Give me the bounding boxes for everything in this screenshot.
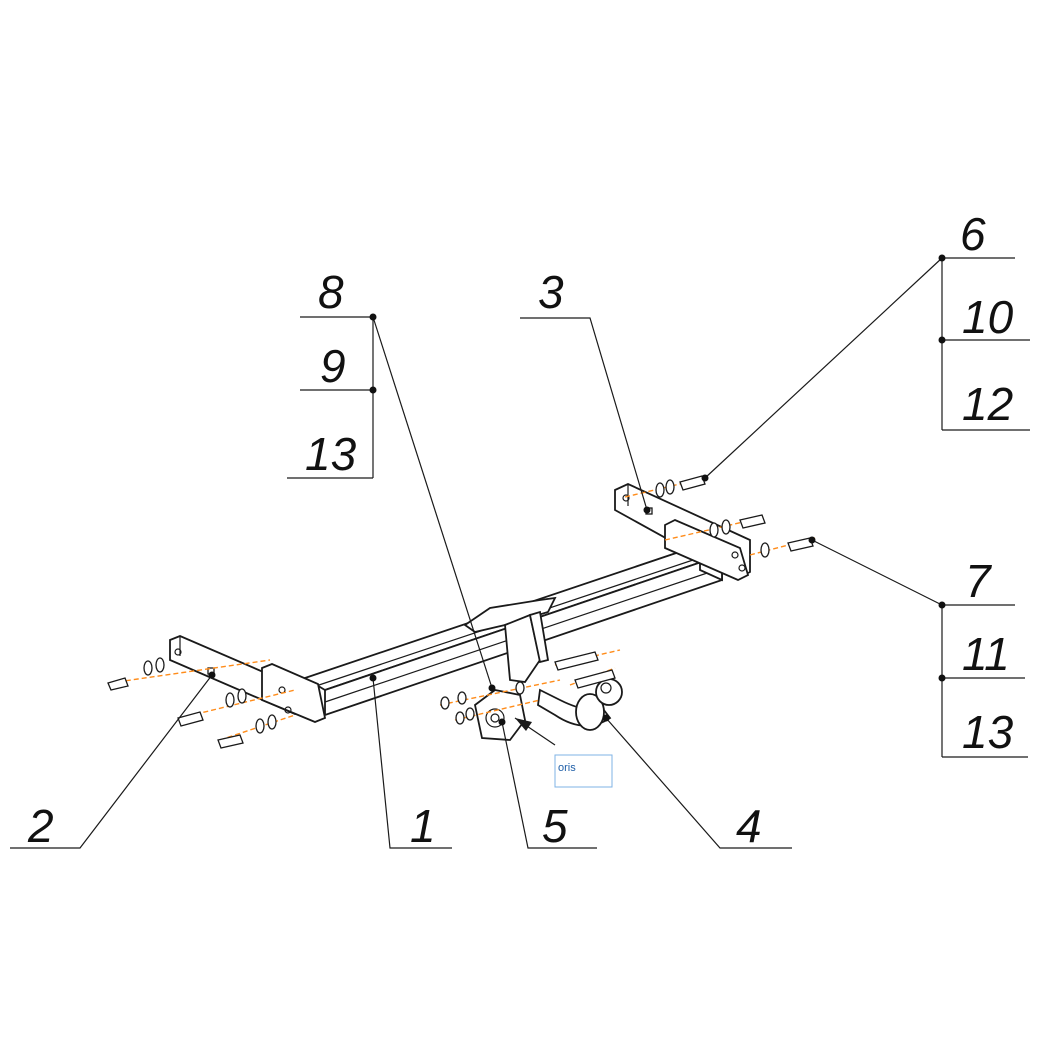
- label-part-4: 4: [736, 800, 762, 852]
- center-bolts: [439, 649, 621, 725]
- leader-lines: [10, 254, 1030, 849]
- label-part-13-left: 13: [305, 428, 357, 480]
- label-part-7: 7: [965, 555, 992, 607]
- brand-stamp: oris: [554, 754, 613, 788]
- label-part-11: 11: [962, 628, 1010, 680]
- label-part-6: 6: [960, 208, 986, 260]
- brand-stamp-text: oris: [558, 762, 576, 774]
- label-part-2: 2: [27, 800, 54, 852]
- label-part-1: 1: [410, 800, 436, 852]
- label-part-8: 8: [318, 266, 344, 318]
- left-bolts: [107, 657, 296, 749]
- label-part-12: 12: [962, 378, 1013, 430]
- stamp-arrow: [514, 717, 556, 746]
- part-labels: 1 2 3 4 5 6 7 8 9 10 11 12 13 13: [27, 208, 1014, 852]
- label-part-5: 5: [542, 800, 568, 852]
- left-bracket: [169, 635, 327, 723]
- label-part-10: 10: [962, 291, 1014, 343]
- label-part-9: 9: [320, 340, 346, 392]
- right-bolts: [624, 475, 816, 558]
- label-part-3: 3: [538, 266, 564, 318]
- label-part-13-right: 13: [962, 706, 1014, 758]
- hitch-mount: [463, 596, 557, 741]
